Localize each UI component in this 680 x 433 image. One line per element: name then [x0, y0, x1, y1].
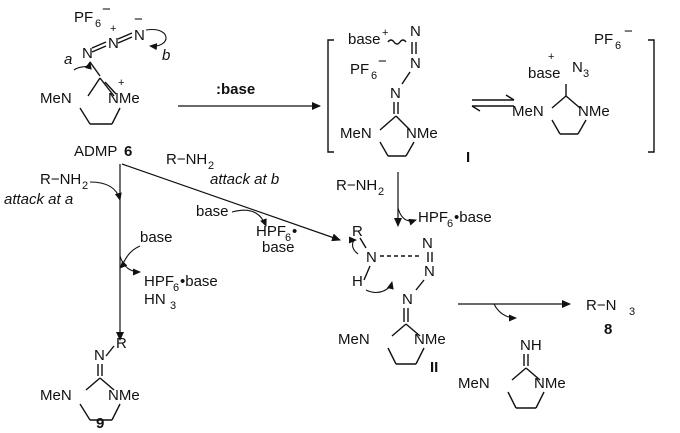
product-9: N R MeN NMe 9 [40, 335, 140, 432]
bracket [327, 39, 655, 153]
r-nh2-i: R−NH [336, 177, 377, 194]
ii-n1: N [366, 249, 377, 266]
base-b: base [196, 203, 229, 220]
attack-a-path: R−NH 2 attack at a base HPF 6 •base HN 3 [4, 164, 218, 341]
pf6-subscript: 6 [95, 18, 101, 30]
attack-a-label: attack at a [4, 191, 73, 208]
i-to-ii-path: R−NH 2 HPF 6 •base [336, 172, 492, 230]
azide-n2: N [108, 35, 119, 52]
n3-right: N [572, 59, 583, 76]
pf6-label: PF [74, 9, 93, 26]
pf6-int-sub: 6 [371, 70, 377, 82]
int-n-low: N [390, 85, 401, 102]
hpf6-i: HPF [418, 209, 448, 226]
pf6-right: PF [594, 31, 613, 48]
right-nme: NMe [578, 103, 610, 120]
ring-men: MeN [40, 90, 72, 107]
byproduct-men: MeN [458, 375, 490, 392]
azide-n3: N [134, 27, 145, 44]
base-plus-left: + [382, 27, 388, 39]
base-b2: base [262, 239, 295, 256]
r-nh2-a-sub: 2 [82, 180, 88, 192]
intermediate-I-label: I [466, 149, 470, 166]
p9-r: R [116, 335, 127, 352]
ii-n4: N [402, 291, 413, 308]
hn3-a: HN [144, 291, 166, 308]
r-nh2-b-sub: 2 [208, 160, 214, 172]
base-reagent-label: :base [216, 81, 255, 98]
n3-right-sub: 3 [583, 68, 589, 80]
int-nme: NMe [406, 125, 438, 142]
p9-n: N [94, 347, 105, 364]
ii-r: R [352, 223, 363, 240]
r-n3-sub: 3 [629, 306, 635, 318]
pf6-int: PF [350, 61, 369, 78]
compound-6-label: 6 [124, 143, 132, 160]
attack-b-path: R−NH 2 attack at b base HPF 6 • base [121, 151, 341, 256]
hpf6-a: HPF [144, 273, 174, 290]
intermediate-II: R N H N N N MeN NMe II [338, 223, 446, 376]
bullet-b: • [292, 223, 297, 240]
right-men: MeN [512, 103, 544, 120]
azide-n1: N [82, 45, 93, 62]
hpf6-i-sub: 6 [447, 218, 453, 230]
pf6-right-sub: 6 [615, 40, 621, 52]
base-label-left: base [348, 31, 381, 48]
admp-structure: PF 6 − N N N + − b a + MeN NMe ADMP 6 [40, 1, 170, 160]
admp-label: ADMP [74, 143, 117, 160]
r-nh2-i-sub: 2 [378, 186, 384, 198]
r-n3: R−N [586, 297, 616, 314]
base-label-right: base [528, 65, 561, 82]
base-arrow: :base [178, 81, 321, 110]
ii-men: MeN [338, 331, 370, 348]
compound-8-label: 8 [604, 321, 612, 338]
ii-n2: N [422, 235, 433, 252]
azide-plus: + [110, 23, 116, 35]
int-men: MeN [340, 125, 372, 142]
byproduct-guanidine: NH MeN NMe [458, 337, 566, 409]
product-8: R−N 3 8 [586, 297, 635, 338]
int-n-top: N [410, 23, 421, 40]
hn3-a-sub: 3 [170, 300, 176, 312]
hpf6-b: HPF [256, 223, 286, 240]
hpf6-b-sub: 6 [285, 232, 291, 244]
attack-b-label: attack at b [210, 171, 279, 188]
pf6-right-charge: − [624, 23, 633, 40]
compound-9-label: 9 [96, 415, 104, 432]
ii-n3: N [424, 263, 435, 280]
ii-nme: NMe [414, 331, 446, 348]
pf6-charge: − [102, 1, 111, 18]
label-b: b [162, 47, 170, 64]
ii-h: H [352, 273, 363, 290]
int-n-mid: N [410, 55, 421, 72]
p9-nme: NMe [108, 387, 140, 404]
bullet-base-i: •base [454, 209, 492, 226]
byproduct-nme: NMe [534, 375, 566, 392]
ii-to-8-arrow [458, 300, 571, 322]
equilibrium-arrows [471, 94, 515, 112]
label-a: a [64, 51, 72, 68]
hpf6-a-sub: 6 [173, 282, 179, 294]
r-nh2-b: R−NH [166, 151, 207, 168]
byproduct-nh: NH [520, 337, 542, 354]
ring-nme: NMe [108, 90, 140, 107]
bullet-base-a: •base [180, 273, 218, 290]
ring-plus: + [118, 77, 124, 89]
intermediate-left: base + N N PF 6 − N MeN NMe I [340, 23, 470, 166]
p9-men: MeN [40, 387, 72, 404]
pf6-int-charge: − [378, 53, 387, 70]
base-plus-right: + [548, 51, 554, 63]
r-nh2-a: R−NH [40, 171, 81, 188]
intermediate-II-label: II [430, 359, 438, 376]
intermediate-right: PF 6 − + base N 3 MeN NMe [512, 23, 633, 135]
base-a: base [140, 229, 173, 246]
azide-minus: − [134, 11, 143, 28]
